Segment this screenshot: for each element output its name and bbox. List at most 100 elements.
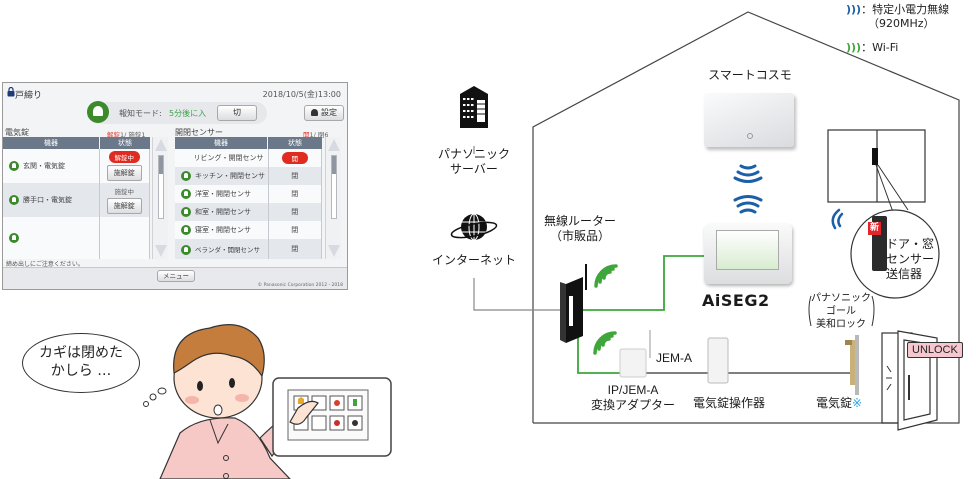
table-row[interactable]: 勝手口・電気錠 施錠中施解錠 xyxy=(3,183,150,217)
wifi-wave-icon xyxy=(594,264,618,288)
radio-wave-icon xyxy=(733,164,763,214)
wave-blue-icon: ))) xyxy=(846,3,862,16)
table-row[interactable]: 和室・開閉センサ 閉 xyxy=(175,203,322,221)
woman-illustration xyxy=(159,324,392,479)
smart-cosmo-label: スマートコスモ xyxy=(708,68,792,82)
scroll-up-arrow[interactable] xyxy=(328,139,340,151)
tile-home-icon xyxy=(298,397,304,404)
scroll-track[interactable] xyxy=(331,155,337,219)
table-row[interactable]: 玄関・電気錠 解錠中施解錠 xyxy=(3,149,150,183)
aiseg2-screen xyxy=(716,230,779,270)
table-row[interactable]: キッチン・開閉センサ 閉 xyxy=(175,167,322,185)
device-name: 寝室・開閉センサ xyxy=(195,226,251,234)
lock-status-screen: 戸締り 2018/10/5(金)13:00 報知モード: 5分後に入 切 設定 … xyxy=(2,82,348,290)
settings-button[interactable]: 設定 xyxy=(304,105,344,121)
body-shape xyxy=(159,417,291,479)
table-row[interactable] xyxy=(3,217,150,259)
status-badge: 解錠中 xyxy=(108,151,140,163)
right-cheek xyxy=(235,394,249,402)
device-name: 勝手口・電気錠 xyxy=(23,196,72,204)
goal-lock-label: パナソニック ゴール 美和ロック xyxy=(806,292,876,331)
collar xyxy=(209,419,229,445)
server-label-line2: サーバー xyxy=(450,162,498,176)
device-icon xyxy=(181,189,191,199)
device-name: リビング・開閉センサ xyxy=(193,154,264,162)
scroll-up-arrow[interactable] xyxy=(155,139,167,151)
status-text: 閉 xyxy=(268,239,322,259)
status-text: 閉 xyxy=(268,185,322,203)
adapter-label: IP/JEM-A 変換アダプター xyxy=(583,383,683,413)
router-label: 無線ルーター （市販品） xyxy=(535,214,625,244)
speech-bubble: カギは閉めた かしら … xyxy=(22,333,140,393)
sensors-table: リビング・開閉センサ 開 キッチン・開閉センサ 閉 洋室・開閉センサ 閉 和室・… xyxy=(175,149,322,259)
bell-settings-icon xyxy=(311,109,318,116)
lock-toggle-button[interactable]: 施解錠 xyxy=(106,165,142,181)
table-row[interactable]: 洋室・開閉センサ 閉 xyxy=(175,185,322,203)
adapter-label-line2: 変換アダプター xyxy=(590,398,675,412)
thought-bubbles xyxy=(143,387,167,407)
closed-count: 6 xyxy=(324,131,329,139)
router-aiseg-line xyxy=(581,255,710,311)
speech-line-2: かしら … xyxy=(50,363,112,379)
legend-label-wifi: ：Wi-Fi xyxy=(861,41,899,54)
sensors-title: 開閉センサー xyxy=(175,128,223,137)
sensors-scrollbar[interactable] xyxy=(325,137,341,259)
footnote-mark: ※ xyxy=(851,396,863,410)
footnote: 締め出しにご注意ください。 xyxy=(6,261,84,268)
table-row[interactable]: 寝室・開閉センサ 閉 xyxy=(175,221,322,239)
tile-icon xyxy=(334,400,340,406)
status-text: 閉 xyxy=(268,221,322,239)
bell-icon xyxy=(87,101,109,123)
open-count: 1 xyxy=(309,131,314,139)
electric-lock-title: 電気錠 xyxy=(5,128,29,137)
col-header-status: 状態 xyxy=(100,137,150,149)
scroll-thumb[interactable] xyxy=(159,156,163,174)
door-motion-lines xyxy=(886,365,892,391)
scroll-down-arrow[interactable] xyxy=(155,245,167,257)
electric-lock-scrollbar[interactable] xyxy=(152,137,168,259)
locked-count: 1 xyxy=(141,131,146,139)
col-header-device: 機器 xyxy=(3,137,99,149)
jem-a-label: JEM-A xyxy=(656,351,692,365)
device-name: キッチン・開閉センサ xyxy=(195,172,265,180)
wireless-router-icon xyxy=(560,264,587,343)
electric-lock-text: 電気錠 xyxy=(815,396,852,410)
internet-router-line xyxy=(473,278,566,311)
open-label: 開 xyxy=(303,131,310,139)
table-row[interactable]: リビング・開閉センサ 開 xyxy=(175,149,322,167)
tile xyxy=(311,415,327,431)
sensor-label-line3: 送信器 xyxy=(886,267,923,281)
locked-label: 施錠 xyxy=(128,131,142,139)
scroll-thumb[interactable] xyxy=(332,156,336,174)
tile-icon xyxy=(353,399,357,406)
adapter-label-line1: IP/JEM-A xyxy=(607,383,659,397)
menu-button[interactable]: メニュー xyxy=(157,270,195,282)
aiseg2-label: AiSEG2 xyxy=(702,291,770,310)
new-badge: 新 xyxy=(868,222,881,235)
scroll-down-arrow[interactable] xyxy=(328,245,340,257)
left-cheek xyxy=(185,396,199,404)
left-eye xyxy=(197,381,203,391)
electric-lock-table: 玄関・電気錠 解錠中施解錠 勝手口・電気錠 施錠中施解錠 xyxy=(3,149,150,259)
legend-sub-radio: （920MHz） xyxy=(868,17,935,30)
sensor-label: ドア・窓 センサー 送信器 xyxy=(886,237,934,282)
status-text: 閉 xyxy=(268,167,322,185)
notify-off-button[interactable]: 切 xyxy=(217,105,257,121)
status-text: 施錠中 xyxy=(114,188,135,196)
sensor-callout-lines xyxy=(875,164,909,213)
sensor-label-line1: ドア・窓 xyxy=(886,237,935,251)
col-header-status: 状態 xyxy=(268,137,322,149)
right-eye xyxy=(229,378,235,388)
unlocked-count: 1 xyxy=(120,131,125,139)
unlock-tag: UNLOCK xyxy=(907,342,963,358)
internet-globe-icon xyxy=(450,213,498,241)
scroll-track[interactable] xyxy=(158,155,164,219)
lock-toggle-button[interactable]: 施解錠 xyxy=(106,198,142,214)
legend: )))：特定小電力無線 （920MHz） )))：Wi-Fi xyxy=(846,3,949,55)
table-row[interactable]: ベランダ・開閉センサ 閉 xyxy=(175,239,322,259)
ip-jem-a-adapter-device xyxy=(619,348,647,378)
unlocked-label: 解錠 xyxy=(107,131,120,139)
device-icon xyxy=(181,244,191,255)
internet-label: インターネット xyxy=(431,253,516,267)
window-frame xyxy=(827,129,926,203)
